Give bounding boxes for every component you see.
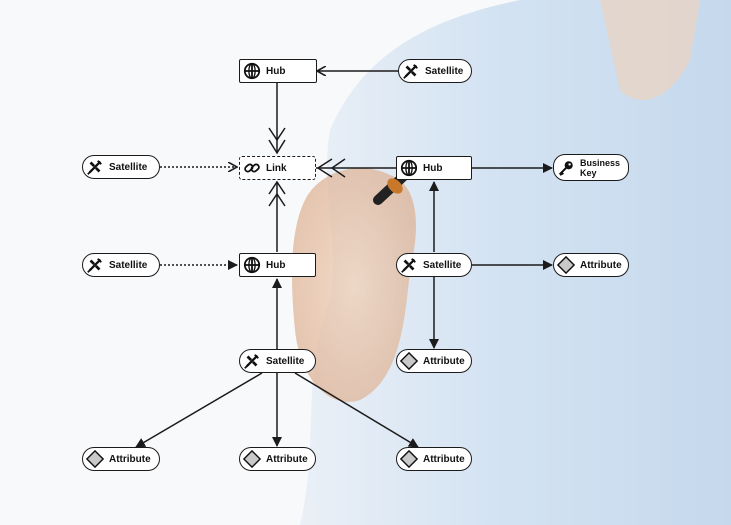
shirt-shape bbox=[300, 0, 731, 525]
satellite-node-top[interactable]: Satellite bbox=[398, 59, 472, 83]
attribute-node-right-1[interactable]: Attribute bbox=[553, 253, 629, 277]
satellite-icon bbox=[86, 158, 104, 176]
satellite-node-label: Satellite bbox=[109, 161, 148, 173]
hub-node-mid[interactable]: Hub bbox=[239, 253, 316, 277]
attribute-node-label: Attribute bbox=[423, 355, 465, 367]
attribute-node-bottom-3[interactable]: Attribute bbox=[396, 447, 472, 471]
attribute-node-right-2[interactable]: Attribute bbox=[396, 349, 472, 373]
link-node[interactable]: Link bbox=[239, 156, 316, 180]
satellite-icon bbox=[400, 256, 418, 274]
attribute-node-bottom-1[interactable]: Attribute bbox=[82, 447, 160, 471]
attribute-node-label: Attribute bbox=[266, 453, 308, 465]
hand-shape bbox=[292, 168, 416, 402]
attribute-node-label: Attribute bbox=[580, 259, 622, 271]
business-key-node[interactable]: Business Key bbox=[553, 154, 629, 181]
satellite-icon bbox=[243, 352, 261, 370]
attribute-node-bottom-2[interactable]: Attribute bbox=[239, 447, 316, 471]
hub-node-top[interactable]: Hub bbox=[239, 59, 317, 83]
hub-node-right[interactable]: Hub bbox=[396, 156, 472, 180]
satellite-node-right[interactable]: Satellite bbox=[396, 253, 472, 277]
diamond-icon bbox=[400, 450, 418, 468]
satellite-icon bbox=[402, 62, 420, 80]
edge-satellite-bottom-attribute3 bbox=[294, 372, 419, 448]
diamond-icon bbox=[557, 256, 575, 274]
diamond-icon bbox=[86, 450, 104, 468]
satellite-node-label: Satellite bbox=[266, 355, 305, 367]
edge-satellite-bottom-attribute1 bbox=[135, 372, 263, 448]
link-node-label: Link bbox=[266, 162, 287, 174]
hub-node-label: Hub bbox=[266, 65, 286, 77]
business-key-label: Business Key bbox=[580, 157, 621, 178]
satellite-node-left-2[interactable]: Satellite bbox=[82, 253, 160, 277]
diamond-icon bbox=[243, 450, 261, 468]
satellite-node-label: Satellite bbox=[423, 259, 462, 271]
globe-icon bbox=[243, 62, 261, 80]
satellite-node-left-1[interactable]: Satellite bbox=[82, 155, 160, 179]
globe-icon bbox=[400, 159, 418, 177]
satellite-node-label: Satellite bbox=[425, 65, 464, 77]
satellite-icon bbox=[86, 256, 104, 274]
hub-node-label: Hub bbox=[266, 259, 286, 271]
chain-link-icon bbox=[243, 159, 261, 177]
key-icon bbox=[557, 159, 575, 177]
satellite-node-bottom[interactable]: Satellite bbox=[239, 349, 316, 373]
attribute-node-label: Attribute bbox=[423, 453, 465, 465]
attribute-node-label: Attribute bbox=[109, 453, 151, 465]
diamond-icon bbox=[400, 352, 418, 370]
neck-shape bbox=[600, 0, 700, 100]
globe-icon bbox=[243, 256, 261, 274]
hub-node-label: Hub bbox=[423, 162, 443, 174]
satellite-node-label: Satellite bbox=[109, 259, 148, 271]
